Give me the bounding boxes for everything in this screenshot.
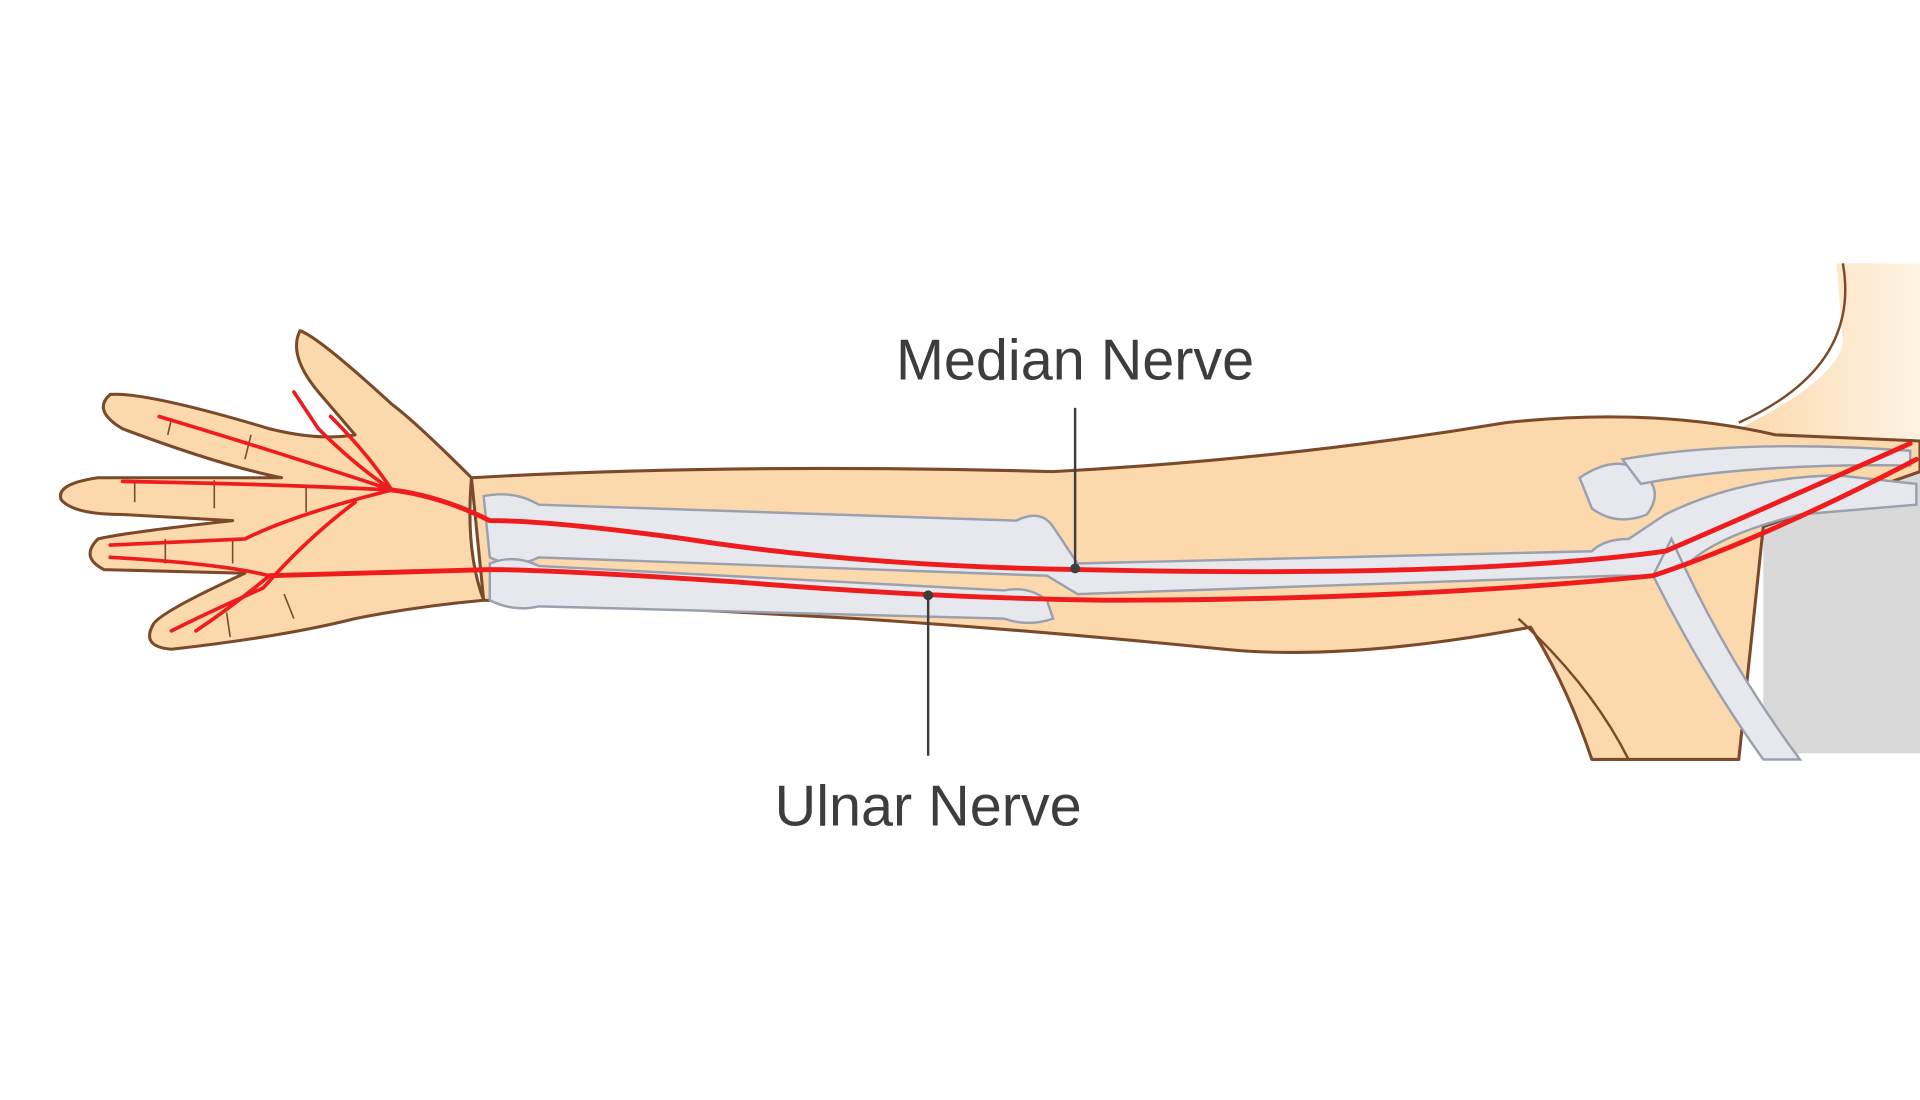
hand [58,329,486,651]
median-nerve-callout: Median Nerve [896,329,1254,574]
median-nerve-label: Median Nerve [896,329,1254,393]
ulnar-nerve-callout: Ulnar Nerve [775,590,1082,839]
nerves [108,390,1919,633]
median-nerve-path [389,440,1913,575]
ulnar-nerve-label: Ulnar Nerve [775,775,1082,839]
ulnar-nerve-path [266,456,1919,603]
